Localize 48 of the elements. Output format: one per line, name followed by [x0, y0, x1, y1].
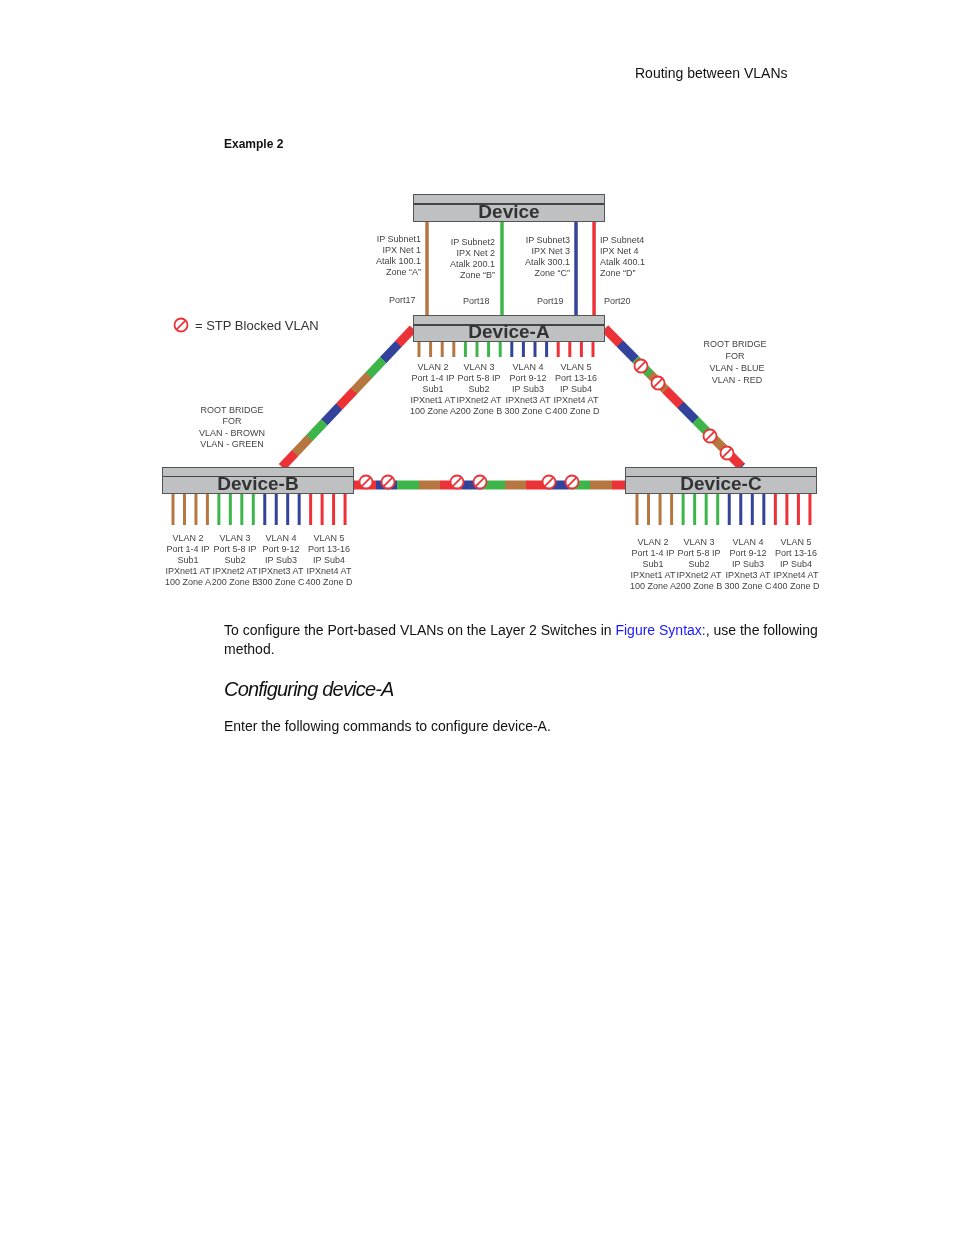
root-bridge-note: VLAN - GREEN	[199, 439, 265, 450]
example-heading: Example 2	[224, 137, 284, 151]
port-info-text: IP Subnet1 IPX Net 1 Atalk 100.1 Zone “A”	[374, 234, 421, 278]
port-info-text: VLAN 4 Port 9-12 IP Sub3 IPXnet3 AT 300 Zone C	[504, 362, 552, 417]
root-bridge-note: FOR	[724, 351, 746, 362]
link: Figure Syntax:	[615, 622, 706, 638]
device-box	[413, 315, 605, 342]
root-bridge-note: VLAN - BLUE	[708, 363, 766, 374]
port-label: Port19	[537, 296, 564, 307]
port-label: Port17	[389, 295, 416, 306]
root-bridge-note: VLAN - BROWN	[198, 428, 266, 439]
root-bridge-note: ROOT BRIDGE	[702, 339, 768, 350]
port-label: Port18	[463, 296, 490, 307]
port-info-text: IP Subnet4 IPX Net 4 Atalk 400.1 Zone “D”	[600, 235, 647, 279]
port-info-text: VLAN 4 Port 9-12 IP Sub3 IPXnet3 AT 300 Zone C	[724, 537, 772, 592]
vlan-link	[500, 222, 504, 315]
root-bridge-note: FOR	[221, 416, 243, 427]
root-bridge-note: VLAN - RED	[710, 375, 764, 386]
port-info-text: VLAN 5 Port 13-16 IP Sub4 IPXnet4 AT 400 Zone D	[772, 537, 820, 592]
device-label: Device-A	[467, 322, 551, 341]
section-heading: Configuring device-A	[224, 678, 394, 701]
vlan-link	[574, 222, 578, 315]
port-info-text: IP Subnet3 IPX Net 3 Atalk 300.1 Zone “C”	[523, 235, 570, 279]
device-box	[625, 467, 817, 494]
paragraph: To configure the Port-based VLANs on the Layer 2 Switches in Figure Syntax:, use the following method.	[224, 621, 819, 659]
port-info-text: VLAN 2 Port 1-4 IP Sub1 IPXnet1 AT 100 Zone A	[164, 533, 212, 588]
port-info-text: VLAN 5 Port 13-16 IP Sub4 IPXnet4 AT 400 Zone D	[305, 533, 353, 588]
port-label: Port20	[604, 296, 631, 307]
body-text: Enter the following commands to configure device-A.	[224, 718, 551, 734]
port-info-text: VLAN 3 Port 5-8 IP Sub2 IPXnet2 AT 200 Zone B	[455, 362, 503, 417]
port-info-text: VLAN 2 Port 1-4 IP Sub1 IPXnet1 AT 100 Zone A	[629, 537, 677, 592]
port-info-text: IP Subnet2 IPX Net 2 Atalk 200.1 Zone “B”	[448, 237, 495, 281]
port-info-text: VLAN 3 Port 5-8 IP Sub2 IPXnet2 AT 200 Zone B	[675, 537, 723, 592]
vlan-link	[592, 222, 596, 315]
port-info-text: VLAN 4 Port 9-12 IP Sub3 IPXnet3 AT 300 Zone C	[257, 533, 305, 588]
device-label: Device-C	[679, 474, 763, 493]
device-label: Device-B	[216, 474, 300, 493]
device-label: Device	[477, 202, 541, 221]
device-box	[413, 194, 605, 222]
page-header: Routing between VLANs	[635, 65, 788, 81]
port-info-text: VLAN 5 Port 13-16 IP Sub4 IPXnet4 AT 400 Zone D	[552, 362, 600, 417]
legend-text: = STP Blocked VLAN	[195, 318, 319, 333]
vlan-link	[425, 222, 429, 315]
trunk-link	[354, 480, 625, 490]
device-box	[162, 467, 354, 494]
port-info-text: VLAN 3 Port 5-8 IP Sub2 IPXnet2 AT 200 Zone B	[211, 533, 259, 588]
root-bridge-note: ROOT BRIDGE	[199, 405, 265, 416]
port-info-text: VLAN 2 Port 1-4 IP Sub1 IPXnet1 AT 100 Zone A	[409, 362, 457, 417]
